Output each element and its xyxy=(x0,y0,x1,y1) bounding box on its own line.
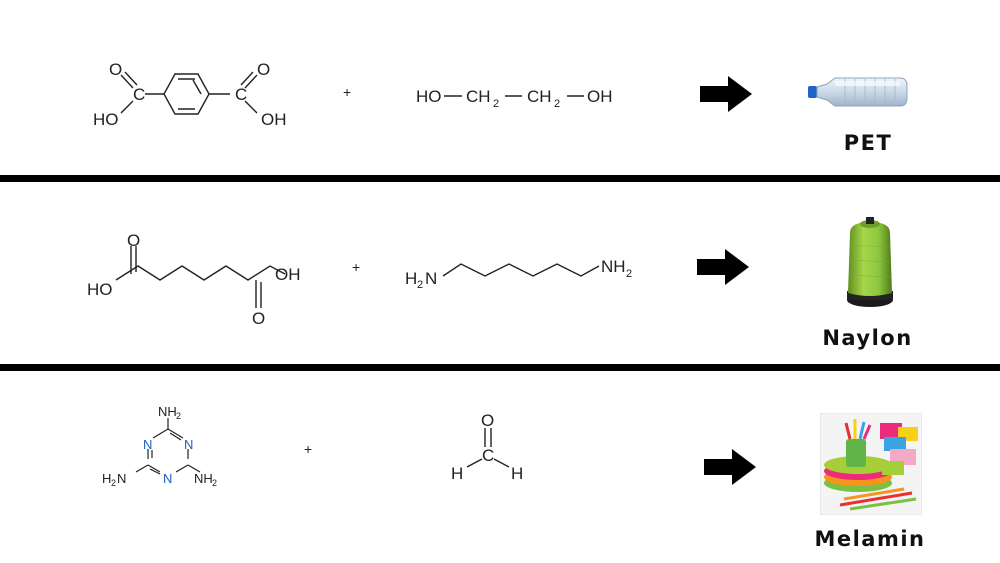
amine-label: NH xyxy=(194,471,213,486)
methylene-label: CH xyxy=(466,87,491,106)
reaction-row-melamine: NH 2 N N N H 2 N NH 2 + O C H H xyxy=(0,371,1000,563)
hydroxyl-label: OH xyxy=(587,87,613,106)
oxygen-label: O xyxy=(109,60,122,79)
nitrogen-label: N xyxy=(184,437,193,452)
reaction-row-nylon: O HO OH O + H 2 N NH 2 xyxy=(0,182,1000,365)
subscript: 2 xyxy=(554,98,560,110)
product-label-nylon: Naylon xyxy=(822,326,913,350)
nitrogen-label: N xyxy=(163,471,172,486)
amine-label: H xyxy=(102,471,111,486)
plus-sign: + xyxy=(352,259,361,275)
amine-label: H xyxy=(405,269,417,288)
hydroxyl-label: HO xyxy=(87,280,113,299)
nitrogen-label: N xyxy=(425,269,437,288)
hydroxyl-label: OH xyxy=(261,110,287,129)
formaldehyde-structure: O C H H xyxy=(451,411,523,483)
hydroxyl-label: HO xyxy=(416,87,442,106)
oxygen-label: O xyxy=(481,411,494,430)
subscript: 2 xyxy=(417,279,423,291)
subscript: 2 xyxy=(493,98,499,110)
hydrogen-label: H xyxy=(451,464,463,483)
product-label-melamine: Melamin xyxy=(814,527,926,551)
oxygen-label: O xyxy=(252,309,265,328)
reaction-arrow-icon xyxy=(697,249,749,285)
amine-label: NH xyxy=(158,404,177,419)
hexamethylenediamine-structure: H 2 N NH 2 xyxy=(405,257,632,291)
amine-label: NH xyxy=(601,257,626,276)
nitrogen-label: N xyxy=(143,437,152,452)
row-divider xyxy=(0,175,1000,182)
carbon-label: C xyxy=(133,85,145,104)
plus-sign: + xyxy=(343,84,352,100)
plastic-bottle-icon xyxy=(808,77,908,107)
hydrogen-label: H xyxy=(511,464,523,483)
carbon-label: C xyxy=(235,85,247,104)
plus-sign: + xyxy=(304,441,313,457)
oxygen-label: O xyxy=(127,231,140,250)
terephthalic-acid-structure: O O C C HO OH xyxy=(93,60,287,129)
reaction-row-pet: O O C C HO OH + HO CH 2 CH 2 OH xyxy=(0,0,1000,175)
reaction-arrow-icon xyxy=(700,76,752,112)
melamine-tableware-icon xyxy=(820,413,922,515)
product-label-pet: PET xyxy=(843,131,893,155)
ethylene-glycol-structure: HO CH 2 CH 2 OH xyxy=(416,87,613,110)
methylene-label: CH xyxy=(527,87,552,106)
subscript: 2 xyxy=(176,411,181,421)
oxygen-label: O xyxy=(257,60,270,79)
melamine-structure: NH 2 N N N H 2 N NH 2 xyxy=(102,404,217,488)
carbon-label: C xyxy=(482,446,494,465)
adipic-acid-structure: O HO OH O xyxy=(87,231,301,328)
nitrogen-label: N xyxy=(117,471,126,486)
subscript: 2 xyxy=(111,478,116,488)
reaction-arrow-icon xyxy=(704,449,756,485)
hydroxyl-label: HO xyxy=(93,110,119,129)
thread-spool-icon xyxy=(847,217,893,307)
subscript: 2 xyxy=(626,268,632,280)
hydroxyl-label: OH xyxy=(275,265,301,284)
subscript: 2 xyxy=(212,478,217,488)
row-divider xyxy=(0,364,1000,371)
